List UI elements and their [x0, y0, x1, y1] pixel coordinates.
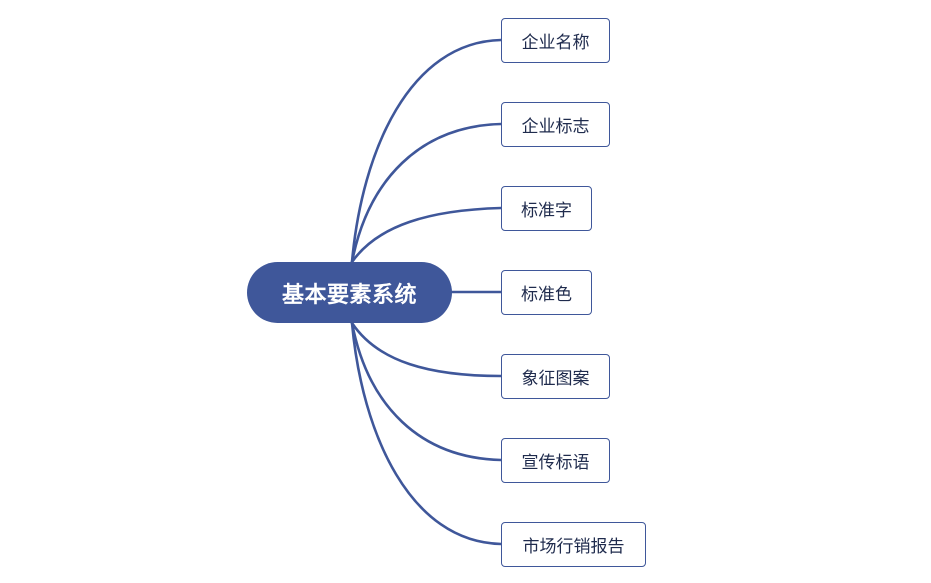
central-topic[interactable]: 基本要素系统	[247, 262, 452, 323]
connector-line-slogan	[350, 321, 503, 462]
connector-line-enterprise-logo	[350, 122, 503, 264]
branch-node-marketing-report[interactable]: 市场行销报告	[501, 522, 646, 567]
connector-line-symbol-pattern	[350, 321, 503, 378]
branch-node-enterprise-name[interactable]: 企业名称	[501, 18, 610, 63]
branch-node-enterprise-logo[interactable]: 企业标志	[501, 102, 610, 147]
connector-line-standard-font	[350, 206, 503, 264]
connector-line-marketing-report	[350, 321, 503, 546]
branch-node-symbol-pattern[interactable]: 象征图案	[501, 354, 610, 399]
branch-node-standard-color[interactable]: 标准色	[501, 270, 592, 315]
branch-node-slogan[interactable]: 宣传标语	[501, 438, 610, 483]
connector-line-enterprise-name	[350, 38, 503, 264]
branch-node-standard-font[interactable]: 标准字	[501, 186, 592, 231]
